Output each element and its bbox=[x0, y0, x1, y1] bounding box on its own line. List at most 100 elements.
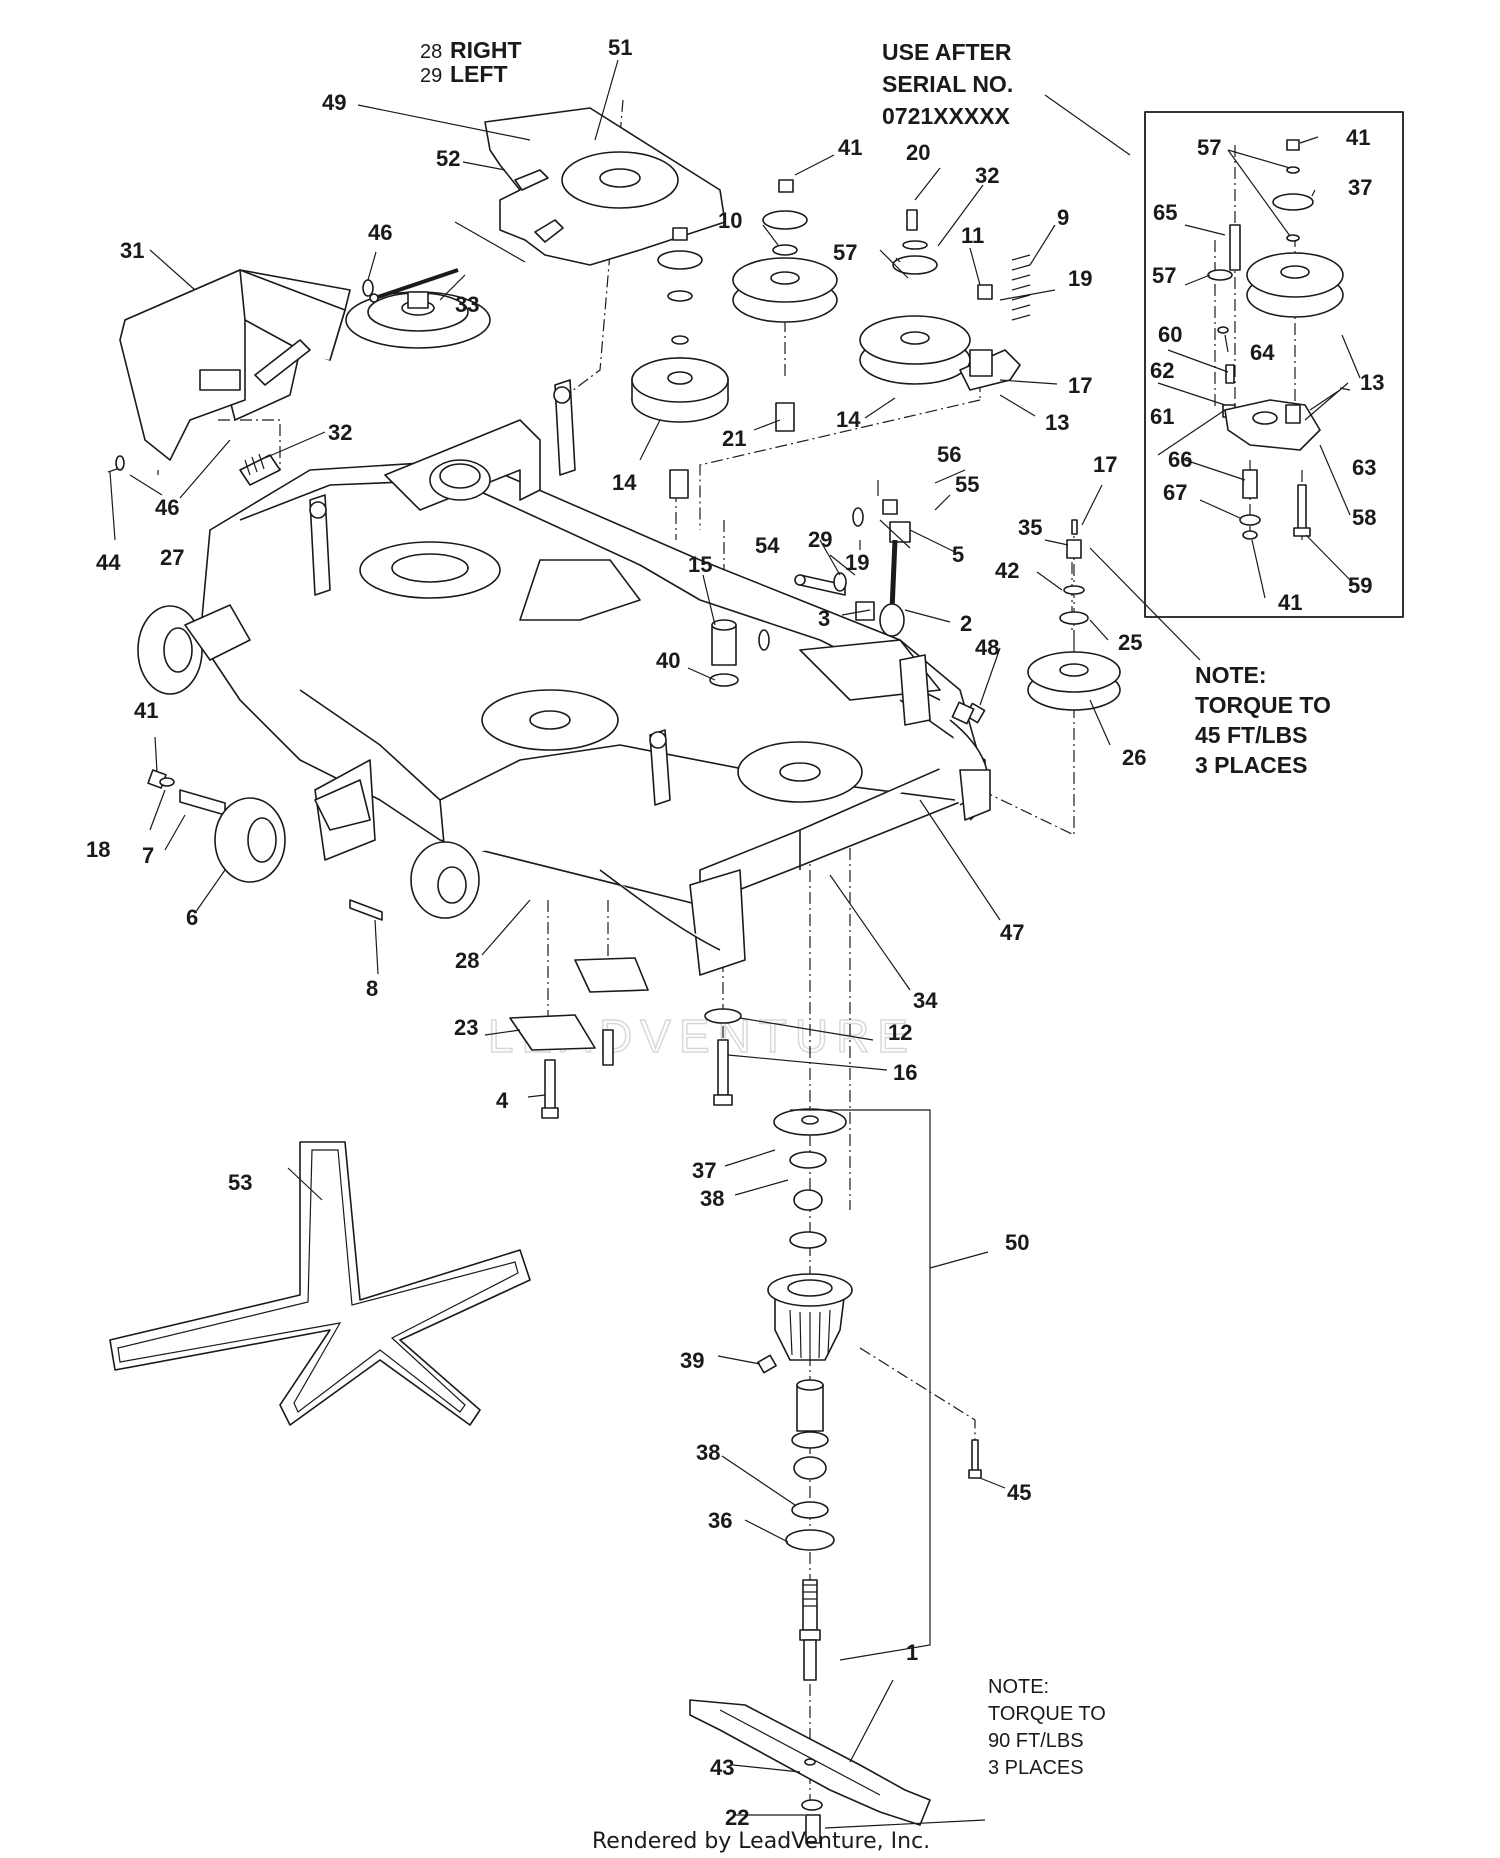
callout-53: 53 bbox=[228, 1170, 252, 1195]
callout-16: 16 bbox=[893, 1060, 917, 1085]
bolts-small bbox=[951, 519, 1078, 725]
callout-55: 55 bbox=[955, 472, 979, 497]
callout-20: 20 bbox=[906, 140, 930, 165]
callout-61: 61 bbox=[1150, 404, 1174, 429]
belt-cover bbox=[484, 107, 726, 266]
callout-18: 18 bbox=[86, 837, 110, 862]
callout-52: 52 bbox=[436, 146, 460, 171]
callout-64: 64 bbox=[1250, 340, 1275, 365]
callout-10: 10 bbox=[718, 208, 742, 233]
callout-13-main: 13 bbox=[1045, 410, 1069, 435]
callout-31: 31 bbox=[120, 238, 144, 263]
torque90-line1: NOTE: bbox=[988, 1676, 1049, 1698]
callout-9: 9 bbox=[1057, 205, 1069, 230]
discharge-chute bbox=[119, 269, 351, 461]
callout-8: 8 bbox=[366, 976, 378, 1001]
pin-44-46 bbox=[107, 279, 374, 473]
callout-14-left: 14 bbox=[612, 470, 637, 495]
callout-59: 59 bbox=[1348, 573, 1372, 598]
callout-36: 36 bbox=[708, 1508, 732, 1533]
callout-33: 33 bbox=[455, 292, 479, 317]
callout-40: 40 bbox=[656, 648, 680, 673]
belt bbox=[109, 1141, 531, 1426]
callout-17-right: 17 bbox=[1093, 452, 1117, 477]
callout-25: 25 bbox=[1118, 630, 1142, 655]
callout-47: 47 bbox=[1000, 920, 1024, 945]
callout-63: 63 bbox=[1352, 455, 1376, 480]
callout-7: 7 bbox=[142, 843, 154, 868]
torque90-line3: 90 FT/LBS bbox=[988, 1730, 1084, 1752]
callout-3: 3 bbox=[818, 606, 830, 631]
callout-45: 45 bbox=[1007, 1480, 1031, 1505]
use-after-line2: SERIAL NO. bbox=[882, 71, 1013, 97]
callout-26: 26 bbox=[1122, 745, 1146, 770]
callout-13-inset: 13 bbox=[1360, 370, 1384, 395]
callout-32-top: 32 bbox=[975, 163, 999, 188]
torque45-line2: TORQUE TO bbox=[1195, 692, 1331, 718]
callout-27: 27 bbox=[160, 545, 184, 570]
bracket-50 bbox=[790, 1109, 931, 1661]
note-torque-90: NOTE: TORQUE TO 90 FT/LBS 3 PLACES bbox=[988, 1676, 1106, 1779]
callout-41-inset-bottom: 41 bbox=[1278, 590, 1302, 615]
callout-46-top: 46 bbox=[368, 220, 392, 245]
callout-15: 15 bbox=[688, 552, 712, 577]
torque45-line3: 45 FT/LBS bbox=[1195, 722, 1307, 748]
callout-28: 28 bbox=[455, 948, 479, 973]
callout-17-main: 17 bbox=[1068, 373, 1092, 398]
callout-19-mid: 19 bbox=[845, 550, 869, 575]
callout-39: 39 bbox=[680, 1348, 704, 1373]
callout-57-inset-top: 57 bbox=[1197, 135, 1221, 160]
leader-lines bbox=[109, 59, 1361, 1829]
callout-62: 62 bbox=[1150, 358, 1174, 383]
mower-deck bbox=[199, 379, 991, 976]
callout-22: 22 bbox=[725, 1805, 749, 1830]
callout-34: 34 bbox=[913, 988, 938, 1013]
callout-41-inset-top: 41 bbox=[1346, 125, 1370, 150]
callout-67: 67 bbox=[1163, 480, 1187, 505]
idler-linkage bbox=[794, 480, 911, 637]
callout-57-main: 57 bbox=[833, 240, 857, 265]
callout-labels: 1 2 3 4 5 6 7 8 9 10 11 12 13 13 13 14 1… bbox=[86, 35, 1384, 1830]
callout-58: 58 bbox=[1352, 505, 1376, 530]
callout-60: 60 bbox=[1158, 322, 1182, 347]
footer-credit: Rendered by LeadVenture, Inc. bbox=[592, 1829, 930, 1854]
note-torque-45: NOTE: TORQUE TO 45 FT/LBS 3 PLACES bbox=[1195, 662, 1331, 778]
callout-41-left: 41 bbox=[134, 698, 158, 723]
callout-11: 11 bbox=[961, 223, 984, 248]
plates-23 bbox=[509, 957, 649, 1119]
note-28: 28 bbox=[420, 41, 442, 63]
torque90-line2: TORQUE TO bbox=[988, 1703, 1106, 1725]
callout-6: 6 bbox=[186, 905, 198, 930]
note-left: LEFT bbox=[450, 61, 508, 87]
note-right: RIGHT bbox=[450, 37, 522, 63]
callout-35: 35 bbox=[1018, 515, 1042, 540]
callout-4: 4 bbox=[496, 1088, 509, 1113]
callout-66: 66 bbox=[1168, 447, 1192, 472]
spacer-15 bbox=[709, 619, 770, 687]
callout-38-bottom: 38 bbox=[696, 1440, 720, 1465]
wheel-assembly bbox=[147, 769, 383, 921]
spindle-assembly bbox=[757, 1108, 982, 1681]
callout-37-spindle: 37 bbox=[692, 1158, 716, 1183]
washer-bolt-12-16 bbox=[704, 1008, 742, 1106]
callout-57-inset-mid: 57 bbox=[1152, 263, 1176, 288]
callout-23: 23 bbox=[454, 1015, 478, 1040]
torque90-line4: 3 PLACES bbox=[988, 1757, 1084, 1779]
callout-21: 21 bbox=[722, 426, 746, 451]
callout-50: 50 bbox=[1005, 1230, 1029, 1255]
callout-41-top: 41 bbox=[838, 135, 862, 160]
callout-65: 65 bbox=[1153, 200, 1177, 225]
blade bbox=[689, 1699, 931, 1844]
callout-42: 42 bbox=[995, 558, 1019, 583]
note-29: 29 bbox=[420, 65, 442, 87]
callout-44: 44 bbox=[96, 550, 121, 575]
idler-pulleys bbox=[631, 179, 1031, 499]
callout-54: 54 bbox=[755, 533, 780, 558]
deck-pulley bbox=[345, 291, 491, 349]
deck-wheels bbox=[137, 459, 491, 919]
note-use-after: USE AFTER SERIAL NO. 0721XXXXX bbox=[882, 39, 1013, 129]
note-right-left: 28 RIGHT 29 LEFT bbox=[420, 37, 522, 87]
callout-37-inset: 37 bbox=[1348, 175, 1372, 200]
callout-38-top: 38 bbox=[700, 1186, 724, 1211]
